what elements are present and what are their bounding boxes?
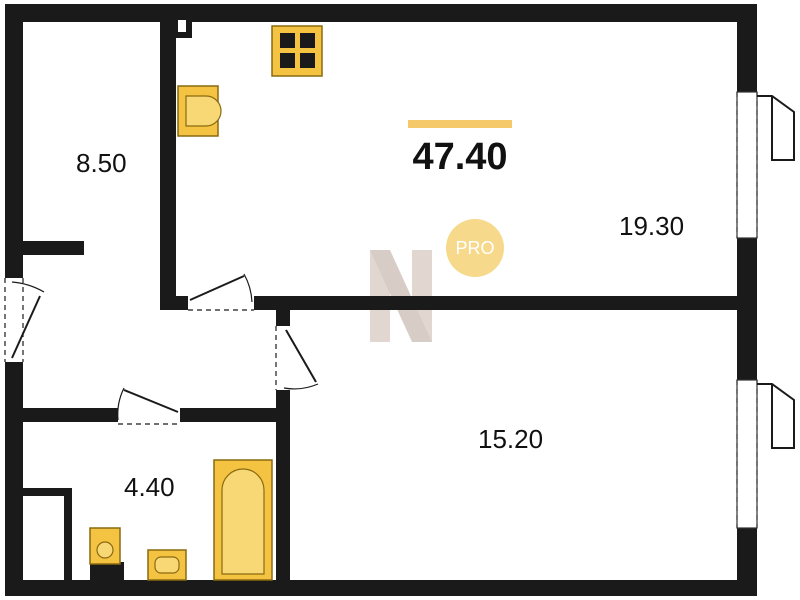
room-area-hall: 8.50 bbox=[76, 148, 127, 178]
door-bedroom bbox=[275, 326, 319, 390]
door-kitchen bbox=[188, 273, 254, 311]
pro-badge: PRO bbox=[446, 219, 504, 277]
door-bathroom bbox=[117, 387, 180, 425]
room-area-kitchen-living: 19.30 bbox=[619, 211, 685, 241]
area-accent-bar bbox=[408, 120, 512, 128]
walls bbox=[5, 4, 757, 596]
bathtub-icon bbox=[213, 459, 273, 581]
stove-icon bbox=[271, 25, 323, 77]
window-bedroom bbox=[736, 379, 795, 529]
kitchen-sink-icon bbox=[177, 85, 222, 137]
room-area-bathroom: 4.40 bbox=[124, 472, 175, 502]
toilet-icon bbox=[89, 527, 124, 582]
door-entrance bbox=[4, 278, 45, 362]
window-kitchen bbox=[736, 91, 795, 239]
wash-basin-icon bbox=[147, 549, 187, 581]
total-area: 47.40 bbox=[412, 136, 508, 178]
room-area-bedroom: 15.20 bbox=[478, 424, 544, 454]
